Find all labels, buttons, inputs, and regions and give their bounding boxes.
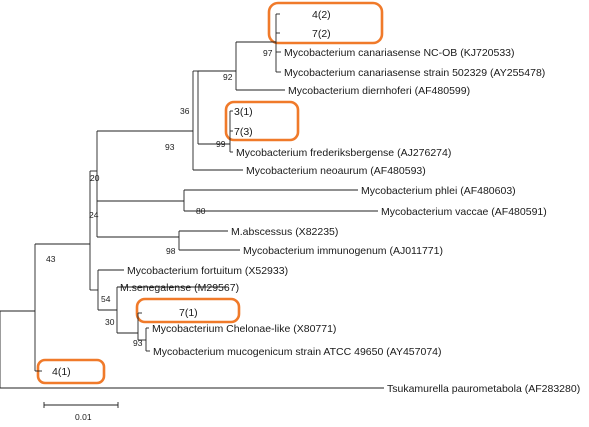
taxon-label: Mycobacterium frederiksbergense (AJ27627… (236, 147, 451, 159)
bootstrap-value: 20 (90, 173, 100, 183)
taxon-label: Mycobacterium Chelonae-like (X80771) (152, 323, 336, 335)
sample-group-label: 4(2) (312, 9, 331, 21)
bootstrap-value: 99 (216, 139, 226, 149)
bootstrap-value: 36 (180, 106, 190, 116)
taxon-label: Tsukamurella paurometabola (AF283280) (387, 383, 580, 395)
scale-bar: 0.01 (43, 402, 119, 422)
bootstrap-value: 80 (196, 206, 206, 216)
tree-branches (0, 13, 384, 389)
taxon-labels: 4(2) 7(2) Mycobacterium canariasense NC-… (52, 9, 580, 395)
bootstrap-values: 97 92 36 99 93 20 80 98 24 43 54 30 93 (46, 48, 273, 348)
taxon-label: Mycobacterium canariasense NC-OB (KJ7205… (284, 47, 515, 59)
highlight-box-3-1-7-3 (224, 100, 300, 142)
scale-bar-label: 0.01 (75, 412, 92, 422)
taxon-label: Mycobacterium immunogenum (AJ011771) (243, 245, 443, 257)
highlight-box-4-2-7-2 (267, 1, 384, 45)
taxon-label: Mycobacterium diernhoferi (AF480599) (288, 85, 470, 97)
bootstrap-value: 30 (105, 317, 115, 327)
taxon-label: Mycobacterium neoaurum (AF480593) (246, 165, 426, 177)
bootstrap-value: 24 (89, 210, 99, 220)
taxon-label: Mycobacterium vaccae (AF480591) (381, 206, 547, 218)
bootstrap-value: 54 (101, 294, 111, 304)
bootstrap-value: 97 (263, 48, 273, 58)
bootstrap-value: 43 (46, 254, 56, 264)
taxon-label: M.abscessus (X82235) (231, 226, 338, 238)
sample-group-label: 7(3) (234, 126, 253, 138)
highlight-box-7-1 (135, 297, 241, 324)
taxon-label: Mycobacterium fortuitum (X52933) (127, 265, 288, 277)
sample-group-label: 3(1) (234, 106, 253, 118)
taxon-label: Mycobacterium mucogenicum strain ATCC 49… (153, 346, 442, 358)
bootstrap-value: 93 (165, 142, 175, 152)
bootstrap-value: 93 (133, 338, 143, 348)
sample-group-label: 7(1) (179, 307, 198, 319)
sample-group-label: 4(1) (52, 366, 71, 378)
bootstrap-value: 98 (166, 246, 176, 256)
taxon-label: Mycobacterium canariasense strain 502329… (284, 67, 545, 79)
taxon-label: Mycobacterium phlei (AF480603) (361, 185, 516, 197)
sample-group-label: 7(2) (312, 28, 331, 40)
taxon-label: M.senegalense (M29567) (120, 282, 239, 294)
highlight-box-4-1 (36, 358, 106, 385)
bootstrap-value: 92 (223, 72, 233, 82)
